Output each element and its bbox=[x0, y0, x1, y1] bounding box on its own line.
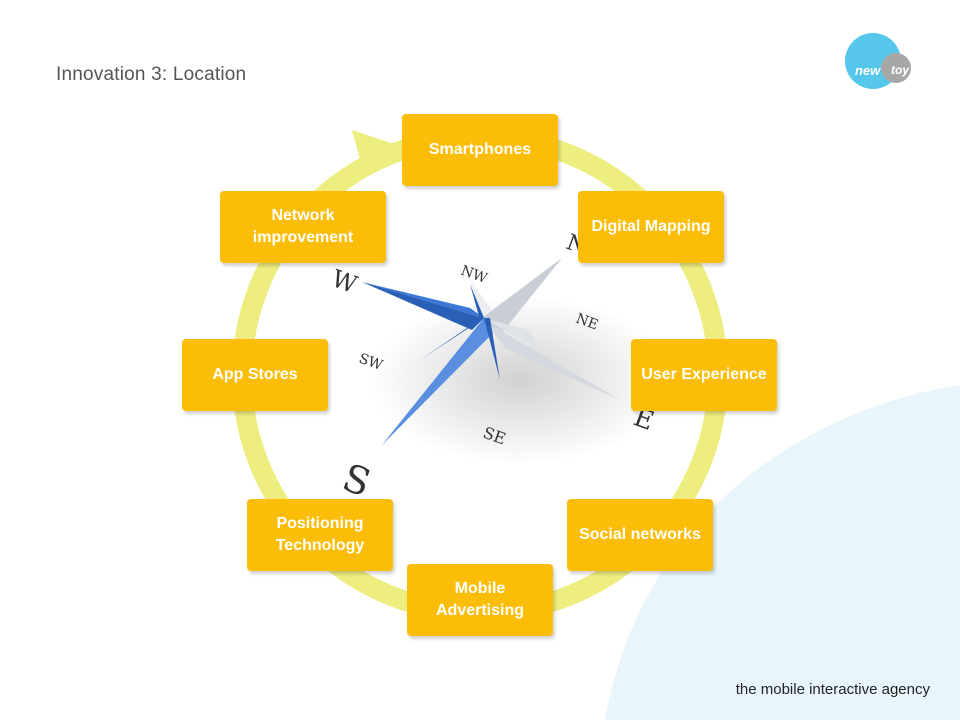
compass-point-nw bbox=[470, 284, 484, 320]
compass-label-nw: NW bbox=[459, 263, 490, 287]
cycle-step-network-improvement: Network improvement bbox=[220, 191, 386, 263]
cycle-step-mobile-advertising: Mobile Advertising bbox=[407, 564, 553, 636]
compass-point-n bbox=[470, 280, 492, 318]
slide-title: Innovation 3: Location bbox=[56, 64, 247, 85]
cycle-step-positioning-technology: Positioning Technology bbox=[247, 499, 393, 571]
logo-word-new: new bbox=[855, 63, 881, 78]
cycle-step-user-experience: User Experience bbox=[631, 339, 777, 411]
logo-word-toy: toy bbox=[891, 63, 909, 77]
cycle-arrow-head bbox=[352, 130, 400, 178]
compass-point-se bbox=[484, 318, 500, 380]
agency-tagline: the mobile interactive agency bbox=[735, 681, 930, 698]
compass-label-ne: NE bbox=[574, 311, 601, 334]
cycle-step-app-stores: App Stores bbox=[182, 339, 328, 411]
compass-label-sw: SW bbox=[357, 351, 386, 374]
cycle-step-digital-mapping: Digital Mapping bbox=[578, 191, 724, 263]
compass-label-w: W bbox=[328, 264, 361, 299]
compass-label-s: S bbox=[337, 455, 377, 505]
cycle-step-smartphones: Smartphones bbox=[402, 114, 558, 186]
newtoy-logo: new toy bbox=[845, 33, 915, 93]
compass-point-sw bbox=[420, 318, 484, 360]
cycle-step-social-networks: Social networks bbox=[567, 499, 713, 571]
logo-circle-grey bbox=[881, 53, 911, 83]
